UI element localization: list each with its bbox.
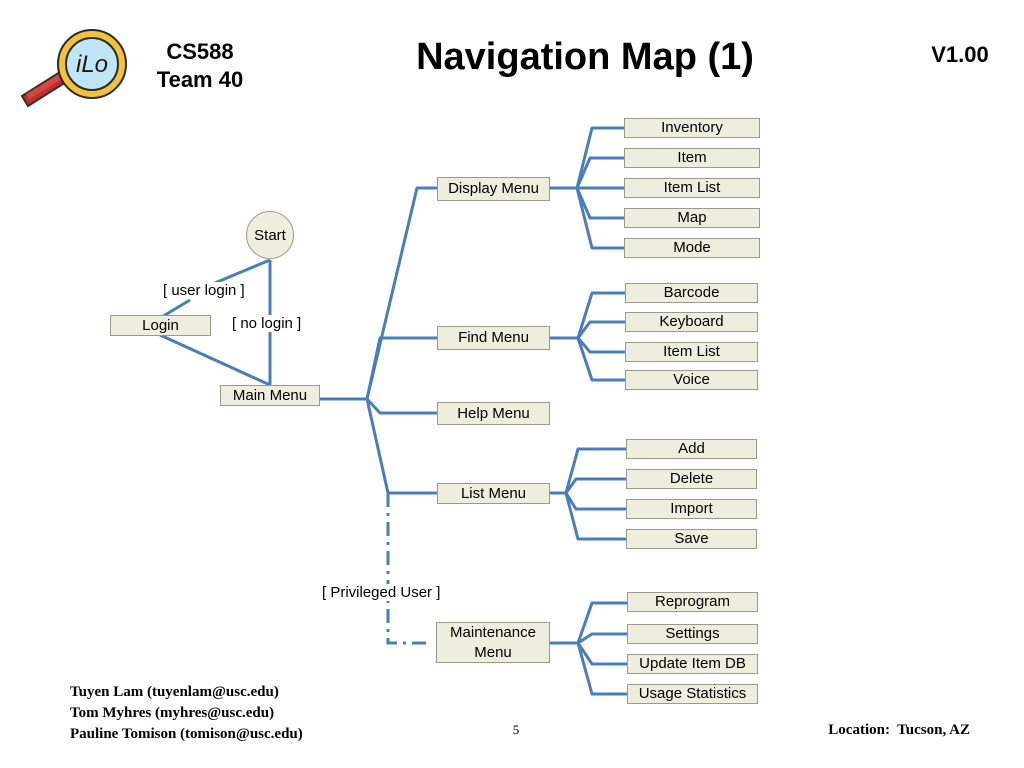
page-title: Navigation Map (1) (416, 36, 754, 78)
fan-find-3 (576, 337, 625, 382)
fan-list-3 (564, 492, 626, 541)
fan-display-4 (575, 187, 624, 250)
list-item-import: Import (626, 499, 757, 519)
line-privileged-dashed (386, 493, 431, 645)
fan-maint-1 (577, 632, 627, 645)
list-menu-box: List Menu (437, 483, 550, 504)
fan-maint-3 (576, 642, 627, 696)
fan-list-1 (564, 477, 626, 494)
find-menu-box: Find Menu (437, 326, 550, 350)
display-menu-box: Display Menu (437, 177, 550, 201)
author-2: Tom Myhres (myhres@usc.edu) (70, 705, 275, 721)
fan-find-1 (576, 320, 625, 339)
main-menu-box: Main Menu (220, 385, 320, 406)
fan-find-2 (576, 337, 625, 354)
fan-display-0 (575, 126, 624, 189)
display-item-inventory: Inventory (624, 118, 760, 138)
line-login-main (159, 333, 271, 387)
course-line-2: Team 40 (156, 67, 244, 92)
fan-list-0 (564, 447, 626, 494)
maintenance-menu-box: Maintenance Menu (436, 622, 550, 663)
line-start-login (209, 258, 271, 287)
fan-display-1 (575, 156, 624, 189)
maint-item-update-item-db: Update Item DB (627, 654, 758, 674)
display-item-map: Map (624, 208, 760, 228)
find-item-keyboard: Keyboard (625, 312, 758, 332)
course-label: CS588 Team 40 (150, 38, 250, 94)
line-bus-find (365, 336, 437, 400)
magnifier-lens (65, 37, 119, 91)
fan-maint-0 (576, 601, 627, 644)
fan-maint-2 (576, 642, 627, 666)
list-item-save: Save (626, 529, 757, 549)
line-bus-help (365, 397, 437, 415)
version-label: V1.00 (931, 42, 989, 67)
line-bus-display (365, 186, 437, 400)
display-item-item: Item (624, 148, 760, 168)
authors-list: Tuyen Lam (tuyenlam@usc.edu) Tom Myhres … (70, 682, 303, 745)
fan-list-2 (564, 492, 626, 511)
maintenance-label-line-1: Maintenance (450, 623, 536, 641)
find-item-barcode: Barcode (625, 283, 758, 303)
list-item-add: Add (626, 439, 757, 459)
logo-text: iLo (76, 51, 108, 78)
fan-find-0 (576, 291, 625, 339)
cond-user-login: [ user login ] (163, 282, 245, 299)
display-item-mode: Mode (624, 238, 760, 258)
location-label: Location: Tucson, AZ (828, 722, 970, 738)
author-1: Tuyen Lam (tuyenlam@usc.edu) (70, 684, 279, 700)
find-item-voice: Voice (625, 370, 758, 390)
maint-item-reprogram: Reprogram (627, 592, 758, 612)
author-3: Pauline Tomison (tomison@usc.edu) (70, 726, 303, 742)
start-node: Start (246, 211, 294, 259)
login-box: Login (110, 315, 211, 336)
help-menu-box: Help Menu (437, 402, 550, 425)
cond-no-login: [ no login ] (232, 315, 302, 332)
maint-item-settings: Settings (627, 624, 758, 644)
fan-display-3 (575, 187, 624, 220)
display-item-item-list: Item List (624, 178, 760, 198)
ilo-logo: iLo (20, 29, 127, 108)
maintenance-label-line-2: Menu (474, 643, 512, 661)
maint-item-usage-statistics: Usage Statistics (627, 684, 758, 704)
cond-privileged: [ Privileged User ] (322, 584, 441, 601)
list-item-delete: Delete (626, 469, 757, 489)
page-number: 5 (512, 722, 520, 737)
course-line-1: CS588 (166, 39, 234, 64)
find-item-item-list: Item List (625, 342, 758, 362)
